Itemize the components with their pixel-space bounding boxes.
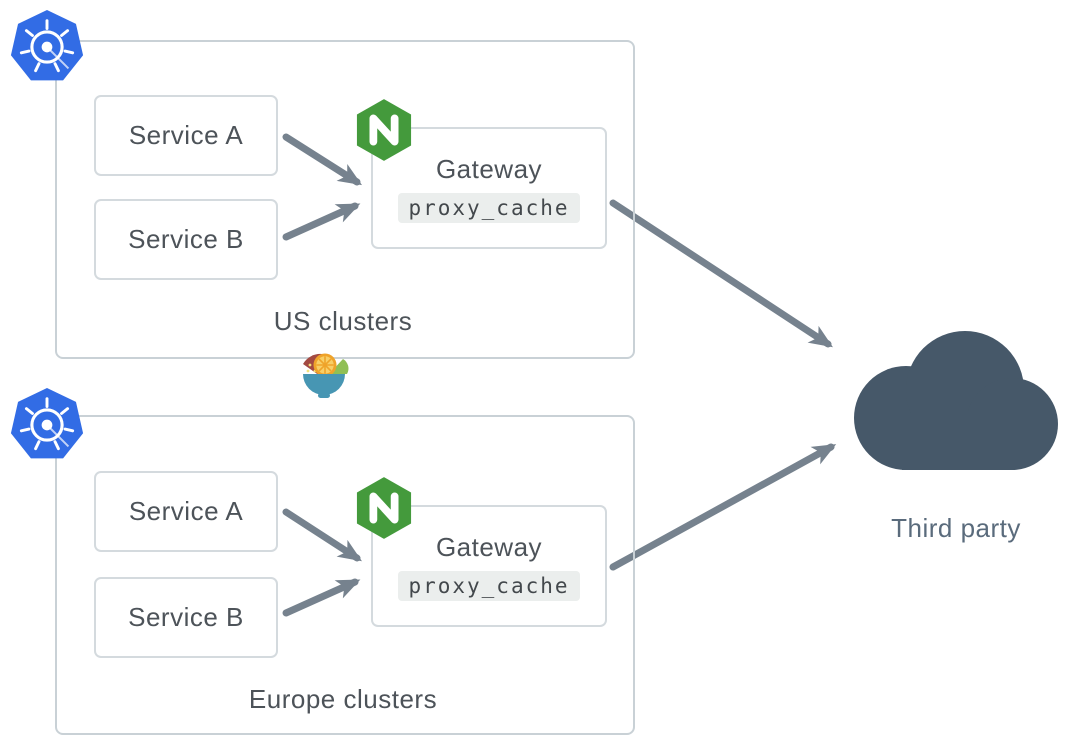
eu-service-a-label: Service A bbox=[128, 496, 244, 526]
us-gateway-box: Gateway proxy_cache bbox=[371, 127, 607, 249]
eu-cluster-label: Europe clusters bbox=[248, 684, 438, 714]
kubernetes-icon bbox=[8, 8, 86, 86]
eu-service-b-label: Service B bbox=[128, 602, 244, 632]
kubernetes-icon bbox=[8, 386, 86, 464]
us-service-a-label: Service A bbox=[128, 120, 244, 150]
eu-cluster-box bbox=[55, 415, 635, 735]
us-cluster-label: US clusters bbox=[273, 306, 413, 336]
eu-service-a-box: Service A bbox=[94, 471, 278, 552]
us-gateway-title: Gateway bbox=[435, 153, 543, 184]
nginx-icon bbox=[355, 476, 413, 540]
us-service-b-box: Service B bbox=[94, 199, 278, 280]
fruit-bowl-icon bbox=[298, 350, 350, 402]
us-service-b-label: Service B bbox=[128, 224, 244, 254]
third-party-label: Third party bbox=[891, 513, 1021, 543]
arrow-eu-gateway-to-third-party bbox=[609, 443, 837, 571]
nginx-icon bbox=[355, 98, 413, 162]
eu-service-b-box: Service B bbox=[94, 577, 278, 658]
us-service-a-box: Service A bbox=[94, 95, 278, 176]
cloud-icon bbox=[852, 328, 1058, 470]
us-gateway-directive: proxy_cache bbox=[398, 192, 580, 223]
us-cluster-box bbox=[55, 40, 635, 359]
eu-gateway-directive: proxy_cache bbox=[398, 570, 580, 601]
eu-gateway-box: Gateway proxy_cache bbox=[371, 505, 607, 627]
eu-gateway-title: Gateway bbox=[435, 531, 543, 562]
arrow-us-gateway-to-third-party bbox=[609, 199, 833, 348]
